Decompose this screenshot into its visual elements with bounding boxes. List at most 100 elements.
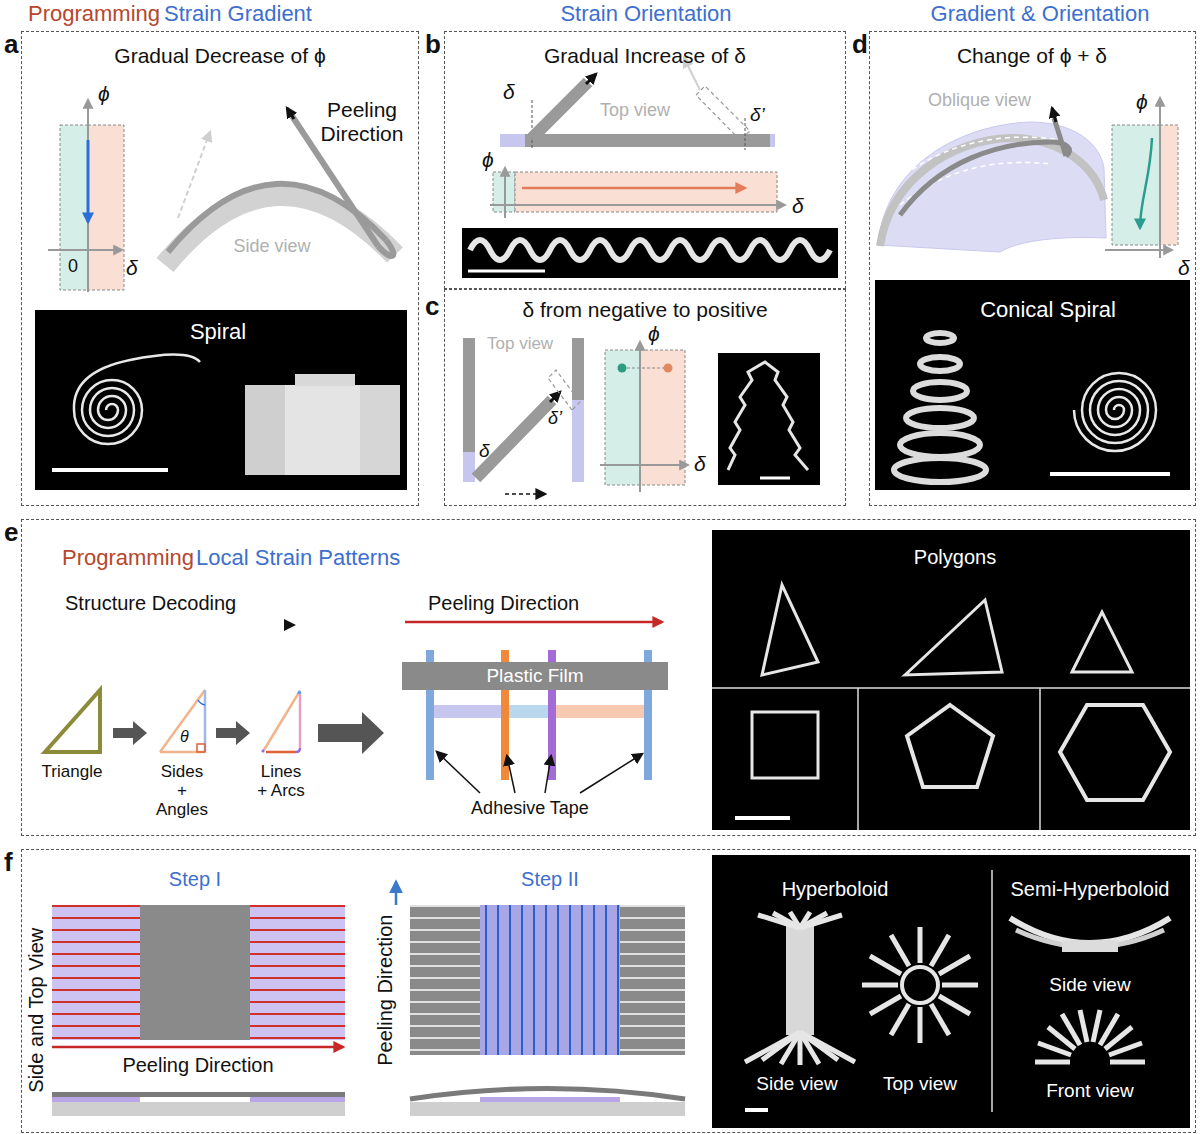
- hyperboloid-photo-part: [991, 870, 993, 1112]
- axis-label: δ: [1178, 256, 1190, 280]
- peeling-side-view-part: [287, 108, 294, 119]
- step-two-layout-part: [480, 905, 620, 1055]
- step-two-layout-part: [395, 882, 398, 905]
- conical-spiral-photo-part: [926, 333, 954, 343]
- panel-heading: Local Strain Patterns: [196, 546, 400, 571]
- top-view-c-part: [505, 493, 545, 495]
- shape-label: Lines + Arcs: [256, 762, 306, 800]
- strain-map-c: [600, 342, 688, 492]
- dome-oblique-view-part: [878, 122, 1106, 252]
- tape-layout-part: [580, 754, 642, 793]
- hyperboloid-photo-part-part: [800, 915, 842, 928]
- step-one-layout-part: [52, 1097, 140, 1102]
- strain-map-c-part: [639, 342, 641, 492]
- hyperboloid-photo-part: [745, 912, 1145, 1065]
- spiral-photo-part: [295, 374, 355, 386]
- decoding-steps-part: [113, 721, 147, 745]
- dome-oblique-view-part: [900, 162, 1050, 205]
- photo-title: Conical Spiral: [980, 298, 1116, 323]
- view-label: Side view: [1049, 974, 1130, 995]
- polygons-photo-part: [735, 816, 790, 820]
- dome-oblique-view-part: [1052, 108, 1056, 122]
- top-view-c-part: [476, 400, 552, 478]
- decoding-steps-part: [160, 690, 205, 752]
- hyperboloid-photo-part-part: [790, 912, 800, 928]
- photo-box: HyperboloidSide viewTop viewSemi-Hyperbo…: [712, 855, 1190, 1128]
- spiral-photo-part: [245, 385, 400, 475]
- step-two-layout-part: [410, 1102, 685, 1116]
- view-label: Oblique view: [928, 90, 1031, 110]
- hyperboloid-photo-part-part: [1100, 1014, 1118, 1045]
- shape-label: Triangle: [42, 762, 103, 781]
- decoding-steps-part: [204, 690, 207, 752]
- conical-spiral-photo-part: [920, 357, 960, 371]
- top-view-c: [463, 338, 584, 494]
- strain-map-c-part: [622, 368, 668, 369]
- angle-label: δ: [479, 440, 490, 461]
- polygons-photo-part: [762, 585, 818, 675]
- view-label: Top view: [487, 334, 553, 353]
- step-one-layout-part: [250, 905, 345, 1040]
- strain-map-b-part: [522, 187, 745, 190]
- strain-map-d-part: [1105, 249, 1172, 251]
- tape-layout-part: [405, 621, 662, 624]
- zigzag-photo-part: [728, 362, 808, 470]
- view-label: Side view: [756, 1073, 837, 1094]
- direction-label: Peeling Direction: [428, 592, 579, 614]
- tape-layout-part: [434, 705, 501, 718]
- polygons-photo-part: [1039, 688, 1041, 830]
- callout-label: Adhesive Tape: [471, 798, 589, 818]
- helix-photo-part: [468, 270, 545, 273]
- decoding-steps-part: [197, 744, 205, 752]
- axis-label: ϕ: [98, 82, 110, 106]
- hyperboloid-photo-part-part: [1080, 1010, 1087, 1042]
- top-view-b-part: [532, 100, 533, 150]
- decoding-steps-part: [298, 692, 300, 695]
- strain-map-a-part: [48, 249, 122, 251]
- tape-layout-part: [507, 756, 515, 793]
- panel-b: bGradual Increase of δ: [445, 32, 845, 288]
- conical-spiral-photo: [875, 280, 1190, 490]
- conical-spiral-photo-part: [875, 280, 1190, 490]
- hyperboloid-photo-part-part: [918, 1007, 923, 1043]
- axis-label: ϕ: [1136, 90, 1148, 114]
- conical-spiral-photo-part: [906, 408, 974, 428]
- polygons-photo-part: [857, 688, 859, 830]
- top-view-b: [500, 58, 775, 150]
- strain-map-d-part: [1140, 138, 1152, 228]
- panel-heading: Programming: [62, 546, 194, 571]
- decoding-steps: [45, 619, 384, 754]
- angle-label: δ’: [750, 104, 765, 125]
- strain-map-d-part: [1160, 125, 1178, 245]
- decoding-steps-part: [318, 712, 384, 754]
- top-view-c-part: [572, 400, 584, 482]
- hyperboloid-photo-part: [1062, 940, 1118, 952]
- step-one-layout-part: [250, 1097, 345, 1102]
- plastic-film: Plastic Film: [402, 662, 668, 690]
- conical-spiral-photo-part: [1050, 472, 1170, 476]
- decoding-steps-part: [284, 619, 296, 631]
- peeling-side-view-part: [178, 132, 210, 218]
- zigzag-photo: [718, 353, 820, 485]
- polygons-photo-part: [1060, 705, 1170, 800]
- panel-letter: b: [425, 30, 441, 59]
- strain-map-a-part: [60, 125, 88, 290]
- helix-photo: [462, 228, 838, 278]
- view-label: Top view: [883, 1073, 957, 1094]
- view-label: Side view: [233, 236, 310, 256]
- strain-map-a: [48, 100, 124, 292]
- helix-photo-part: [462, 228, 838, 278]
- polygons-photo: [712, 530, 1190, 830]
- direction-label: Peeling Direction: [302, 98, 422, 145]
- hyperboloid-photo-part-part: [1093, 1010, 1100, 1042]
- step-label: Structure Decoding: [65, 592, 236, 614]
- decoding-steps-part: [198, 700, 205, 705]
- panel-letter: d: [852, 30, 868, 59]
- strain-map-c-part: [600, 464, 688, 466]
- hyperboloid-photo-part: [745, 1108, 768, 1112]
- hyperboloid-photo: [712, 855, 1190, 1128]
- view-label: Front view: [1046, 1080, 1134, 1101]
- hyperboloid-photo-part-part: [870, 996, 901, 1014]
- axis-label: δ: [126, 256, 138, 280]
- top-view-c-part: [550, 392, 560, 402]
